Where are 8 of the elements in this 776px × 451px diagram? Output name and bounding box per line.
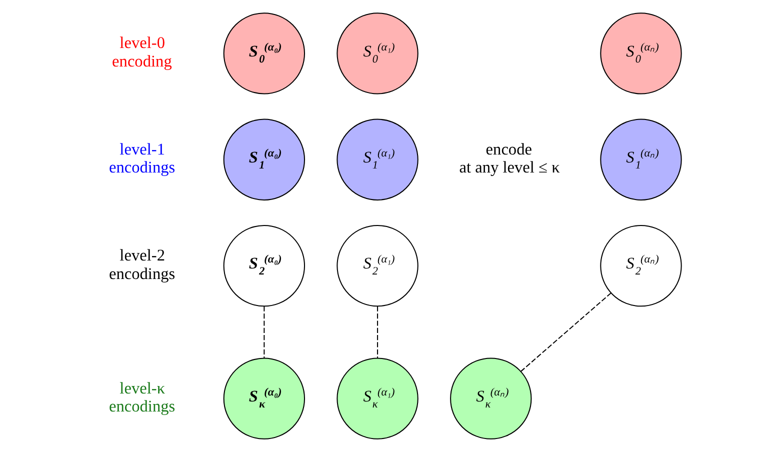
label: encode at any level ≤ κ [459, 138, 560, 176]
connector [520, 292, 612, 372]
label: level-κ encodings [108, 378, 176, 416]
connector [377, 306, 378, 358]
label: level-0 encoding [112, 32, 172, 70]
connector [264, 306, 265, 358]
label: level-2 encodings [108, 245, 176, 282]
label: level-1 encodings [108, 138, 176, 176]
